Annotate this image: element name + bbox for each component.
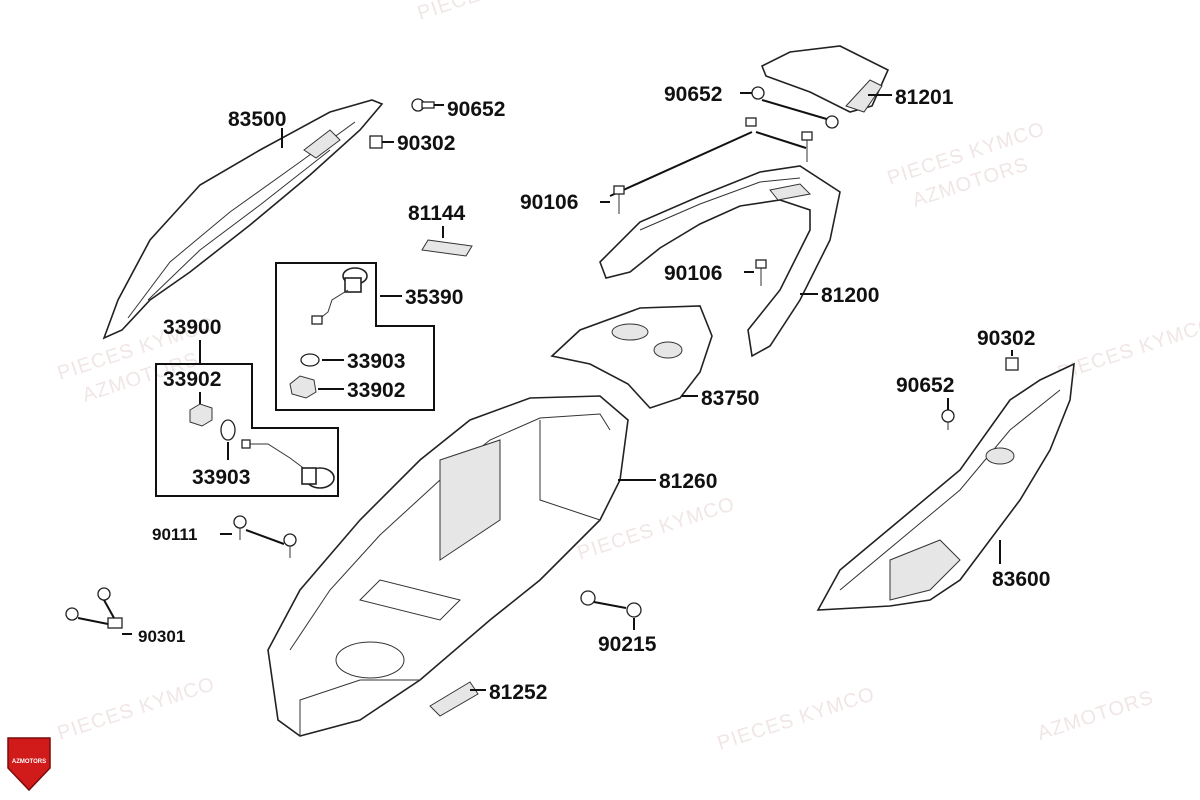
watermark-text: PIECES KYMCO: [1055, 313, 1200, 385]
label-83600: 83600: [992, 568, 1050, 591]
label-81144: 81144: [408, 202, 466, 225]
part-33902-nut[interactable]: [289, 375, 317, 399]
part-81201-rear-handle[interactable]: [760, 45, 890, 113]
watermark-text: PIECES KYMCO: [715, 683, 878, 755]
shield-icon: [7, 737, 51, 792]
label-33903-left: 33903: [192, 466, 250, 489]
label-90652-rack: 90652: [664, 83, 722, 106]
label-83500: 83500: [228, 108, 286, 131]
part-81200-rear-carrier[interactable]: [599, 165, 841, 358]
label-81201: 81201: [895, 86, 954, 109]
part-90106-bolt-b[interactable]: [755, 259, 767, 286]
part-81252-label[interactable]: [429, 681, 479, 717]
part-90215-nut[interactable]: [580, 590, 642, 618]
part-33903-washer-left[interactable]: [220, 419, 236, 441]
watermark-text: PIECES KYMCO: [55, 673, 218, 745]
label-33902-left: 33902: [163, 368, 221, 391]
watermark-text: AZMOTORS: [1035, 686, 1157, 744]
part-90652-screw-right[interactable]: [941, 409, 955, 430]
part-90302-clip-right[interactable]: [1005, 357, 1019, 371]
part-33903-washer[interactable]: [300, 353, 320, 367]
part-33900-sensor[interactable]: [241, 439, 335, 489]
part-33902-nut-left[interactable]: [189, 403, 213, 427]
label-35390: 35390: [405, 286, 463, 309]
part-90301-nut[interactable]: [65, 587, 123, 629]
part-90652-bolt-2[interactable]: [825, 115, 839, 129]
label-90652-right: 90652: [896, 374, 954, 397]
part-90111-screw[interactable]: [233, 515, 297, 558]
label-81260: 81260: [659, 470, 717, 493]
part-81144-pad[interactable]: [421, 239, 473, 257]
label-81200: 81200: [821, 284, 879, 307]
part-90652-bolt[interactable]: [751, 86, 765, 100]
label-90111: 90111: [152, 525, 197, 544]
kit-33900-outline: [155, 363, 339, 497]
part-90302-clip[interactable]: [369, 135, 383, 149]
label-33900: 33900: [163, 316, 221, 339]
label-33902-right: 33902: [347, 379, 405, 402]
kit-35390-outline: [275, 262, 435, 411]
part-83500-left-side-cover[interactable]: [102, 99, 384, 340]
part-83750-tail-cover[interactable]: [550, 305, 713, 409]
label-81252: 81252: [489, 681, 547, 704]
part-90652-screw[interactable]: [411, 98, 435, 112]
label-90652-top: 90652: [447, 98, 505, 121]
part-83600-right-side-cover[interactable]: [816, 362, 1075, 611]
watermark-text: PIECES KYMCO: [415, 0, 578, 25]
label-90302-top: 90302: [397, 132, 455, 155]
label-90302-right: 90302: [977, 327, 1035, 350]
label-90106-b: 90106: [664, 262, 722, 285]
label-90106-a: 90106: [520, 191, 578, 214]
part-90106-bolt[interactable]: [613, 117, 813, 214]
label-90301: 90301: [138, 627, 185, 646]
label-83750: 83750: [701, 387, 759, 410]
label-33903-right: 33903: [347, 350, 405, 373]
logo-text: AZMOTORS: [12, 759, 46, 765]
part-35390-sensor[interactable]: [311, 267, 368, 325]
part-81260-helmet-box[interactable]: [267, 395, 629, 737]
label-90215: 90215: [598, 633, 657, 656]
azmotors-logo: AZMOTORS: [7, 737, 51, 792]
